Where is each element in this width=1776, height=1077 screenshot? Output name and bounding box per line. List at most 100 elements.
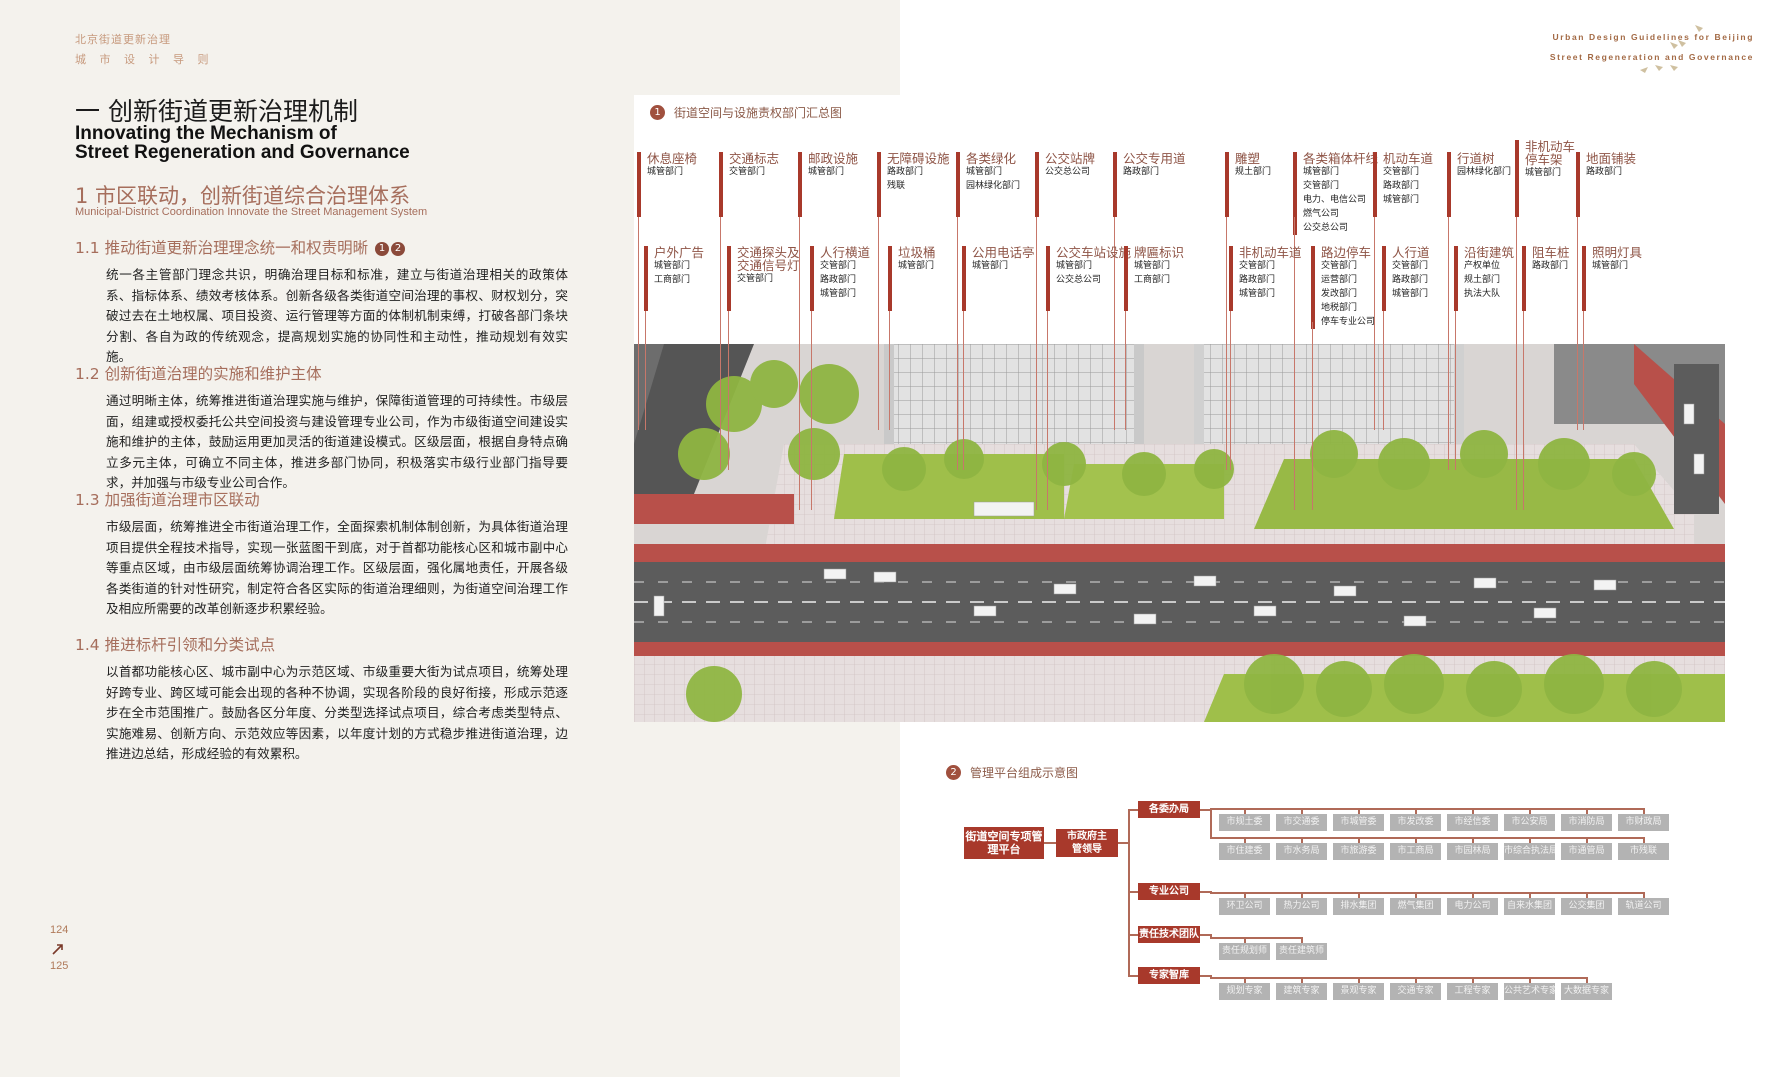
connector [1128, 891, 1138, 893]
member-box: 环卫公司 [1219, 898, 1270, 915]
connector [1586, 837, 1588, 843]
facility-label: 公用电话亭城管部门 [962, 246, 1035, 311]
facility-name: 照明灯具 [1592, 245, 1643, 260]
leader-line [1455, 311, 1456, 470]
figure-ref-2: 2 [391, 242, 406, 256]
member-box: 电力公司 [1447, 898, 1498, 915]
connector [1415, 837, 1417, 843]
facility-label: 交通标志交管部门 [719, 152, 779, 217]
figure1-number: 1 [650, 105, 665, 120]
leader-line [963, 311, 964, 470]
connector [1415, 808, 1417, 814]
facility-label: 户外广告城管部门工商部门 [644, 246, 704, 311]
facility-name: 地面铺装 [1586, 151, 1637, 166]
section-title-cn: 1 市区联动，创新街道综合治理体系 [75, 184, 411, 208]
member-box: 工程专家 [1447, 983, 1498, 1000]
leader-line [728, 311, 729, 470]
responsible-department: 公交总公司 [1056, 275, 1102, 285]
connector [1301, 892, 1303, 898]
leader-line [1374, 217, 1375, 430]
responsible-department: 路政部门 [1392, 275, 1429, 285]
connector [1210, 808, 1212, 837]
facility-label: 人行道交管部门路政部门城管部门 [1382, 246, 1430, 311]
responsible-department: 残联 [887, 181, 906, 191]
facility-label: 非机动车停车架城管部门 [1515, 140, 1577, 217]
responsible-department: 交管部门 [1321, 261, 1358, 271]
responsible-department: 产权单位 [1464, 261, 1501, 271]
top-right-title-2: Street Regeneration and Governance [1549, 52, 1754, 62]
facility-label: 非机动车道交管部门路政部门城管部门 [1229, 246, 1302, 311]
street-illustration [634, 344, 1725, 722]
responsible-department: 城管部门 [1134, 261, 1171, 271]
connector [1200, 975, 1210, 977]
responsible-department: 交管部门 [1392, 261, 1429, 271]
facility-name: 牌匾标识 [1134, 245, 1185, 260]
responsible-department: 工商部门 [654, 275, 691, 285]
facility-name: 人行横道 [820, 245, 871, 260]
connector [1244, 837, 1246, 843]
figure1-title: 1 街道空间与设施责权部门汇总图 [650, 104, 842, 121]
connector [1358, 892, 1360, 898]
member-box: 市水务局 [1276, 843, 1327, 860]
facility-name: 各类箱体杆线 [1303, 151, 1379, 166]
connector [1358, 808, 1360, 814]
chapter-title-en: Innovating the Mechanism of Street Regen… [75, 124, 410, 162]
facility-name: 邮政设施 [808, 151, 859, 166]
connector [1244, 892, 1246, 898]
facility-label: 机动车道交管部门路政部门城管部门 [1373, 152, 1433, 217]
responsible-department: 工商部门 [1134, 275, 1171, 285]
category-box: 专家智库 [1138, 967, 1200, 984]
connector [1472, 837, 1474, 843]
facility-name: 公用电话亭 [972, 245, 1035, 260]
facility-name: 公交专用道 [1123, 151, 1186, 166]
member-box: 燃气集团 [1390, 898, 1441, 915]
member-box: 大数据专家 [1561, 983, 1612, 1000]
connector [1301, 837, 1303, 843]
connector [1529, 977, 1531, 983]
responsible-department: 交管部门 [820, 261, 857, 271]
connector [1210, 837, 1643, 839]
member-box: 公共艺术专家 [1504, 983, 1555, 1000]
leader-line [1383, 311, 1384, 430]
leader-line [957, 217, 958, 470]
subsection-body-1-4: 以首都功能核心区、城市副中心为示范区域、市级重要大街为试点项目，统筹处理好跨专业… [106, 664, 568, 762]
connector [1472, 808, 1474, 814]
leader-line [1125, 311, 1126, 430]
category-box: 各委办局 [1138, 801, 1200, 818]
facility-label: 各类绿化城管部门园林绿化部门 [956, 152, 1020, 217]
connector [1244, 937, 1246, 943]
member-box: 市旅游委 [1333, 843, 1384, 860]
connector [1529, 808, 1531, 814]
facility-label: 公交站牌公交总公司 [1035, 152, 1095, 217]
connector [1301, 808, 1303, 814]
responsible-department: 燃气公司 [1303, 209, 1340, 219]
responsible-department: 园林绿化部门 [1457, 167, 1512, 177]
page-number-left: 124 [50, 924, 69, 936]
responsible-department: 发改部门 [1321, 289, 1358, 299]
responsible-department: 城管部门 [972, 261, 1009, 271]
connector [1643, 892, 1645, 898]
connector [1586, 808, 1588, 814]
leader-line [1226, 217, 1227, 470]
responsible-department: 城管部门 [647, 167, 684, 177]
facility-label: 公交车站设施城管部门公交总公司 [1046, 246, 1131, 311]
connector [1128, 809, 1138, 811]
responsible-department: 路政部门 [1586, 167, 1623, 177]
member-box: 轨道公司 [1618, 898, 1669, 915]
member-box: 市园林局 [1447, 843, 1498, 860]
connector [1210, 891, 1212, 892]
leader-line [1230, 311, 1231, 470]
category-box: 责任技术团队 [1138, 926, 1200, 943]
running-header-title: 北京街道更新治理 [75, 33, 171, 46]
facility-label: 交通探头及交通信号灯交管部门 [727, 246, 803, 311]
facility-name: 交通标志 [729, 151, 780, 166]
connector [1472, 977, 1474, 983]
facility-label: 照明灯具城管部门 [1582, 246, 1642, 311]
facility-label: 各类箱体杆线城管部门交管部门电力、电信公司燃气公司公交总公司 [1293, 152, 1378, 235]
responsible-department: 电力、电信公司 [1303, 195, 1367, 205]
leader-box: 市政府主管领导 [1056, 829, 1118, 857]
responsible-department: 路政部门 [1123, 167, 1160, 177]
facility-name: 公交车站设施 [1056, 245, 1132, 260]
figure2-number: 2 [946, 765, 961, 780]
connector [1301, 977, 1303, 983]
